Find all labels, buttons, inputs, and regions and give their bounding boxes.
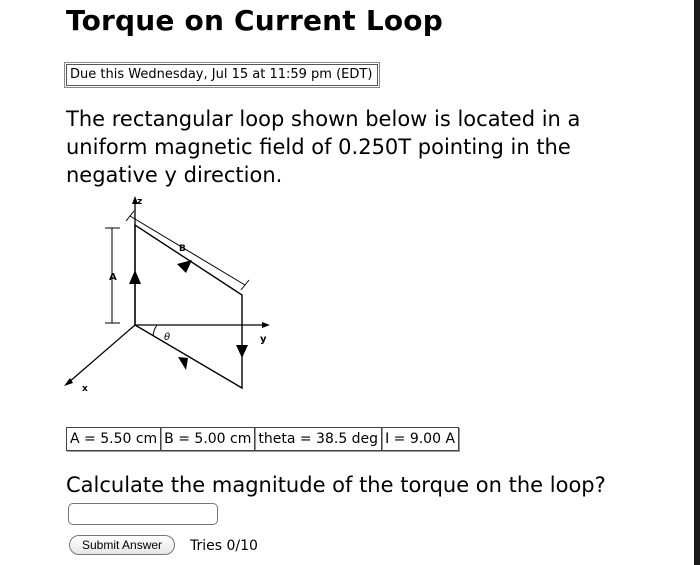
parameter-list: A = 5.50 cm B = 5.00 cm theta = 38.5 deg… xyxy=(66,427,460,451)
dimension-b-tick-right xyxy=(240,279,250,291)
answer-prompt: Calculate the magnitude of the torque on… xyxy=(66,473,606,497)
y-axis-arrow-icon xyxy=(262,322,270,328)
current-loop xyxy=(134,223,243,390)
dimension-b-label: B xyxy=(179,244,186,254)
current-arrow-right-icon xyxy=(236,345,248,358)
z-axis-arrow-icon xyxy=(132,196,138,204)
question-text: The rectangular loop shown below is loca… xyxy=(66,107,581,187)
due-date-box: Due this Wednesday, Jul 15 at 11:59 pm (… xyxy=(63,62,381,88)
page-title: Torque on Current Loop xyxy=(66,4,443,37)
dimension-b-tick-left xyxy=(125,210,135,222)
x-axis xyxy=(67,324,136,384)
y-axis-label: y xyxy=(260,334,267,345)
tries-counter: Tries 0/10 xyxy=(190,538,258,554)
dimension-b-line xyxy=(129,215,246,286)
submit-answer-button[interactable]: Submit Answer xyxy=(69,535,176,555)
loop-diagram: z y x A B θ xyxy=(64,196,270,394)
x-axis-label: x xyxy=(82,384,88,394)
current-arrow-bottom-icon xyxy=(178,357,188,370)
answer-input[interactable] xyxy=(68,503,218,525)
theta-arc xyxy=(152,324,158,337)
window-edge xyxy=(694,0,700,565)
param-current: I = 9.00 A xyxy=(381,427,460,451)
param-b: B = 5.00 cm xyxy=(160,427,256,451)
current-arrow-a-icon xyxy=(129,270,141,284)
x-axis-arrow-icon xyxy=(64,378,73,386)
param-theta: theta = 38.5 deg xyxy=(254,427,383,451)
dimension-a-label: A xyxy=(109,272,117,283)
param-a: A = 5.50 cm xyxy=(66,427,162,451)
current-arrow-b-icon xyxy=(177,260,192,273)
z-axis-label: z xyxy=(137,197,142,207)
theta-label: θ xyxy=(164,332,170,343)
